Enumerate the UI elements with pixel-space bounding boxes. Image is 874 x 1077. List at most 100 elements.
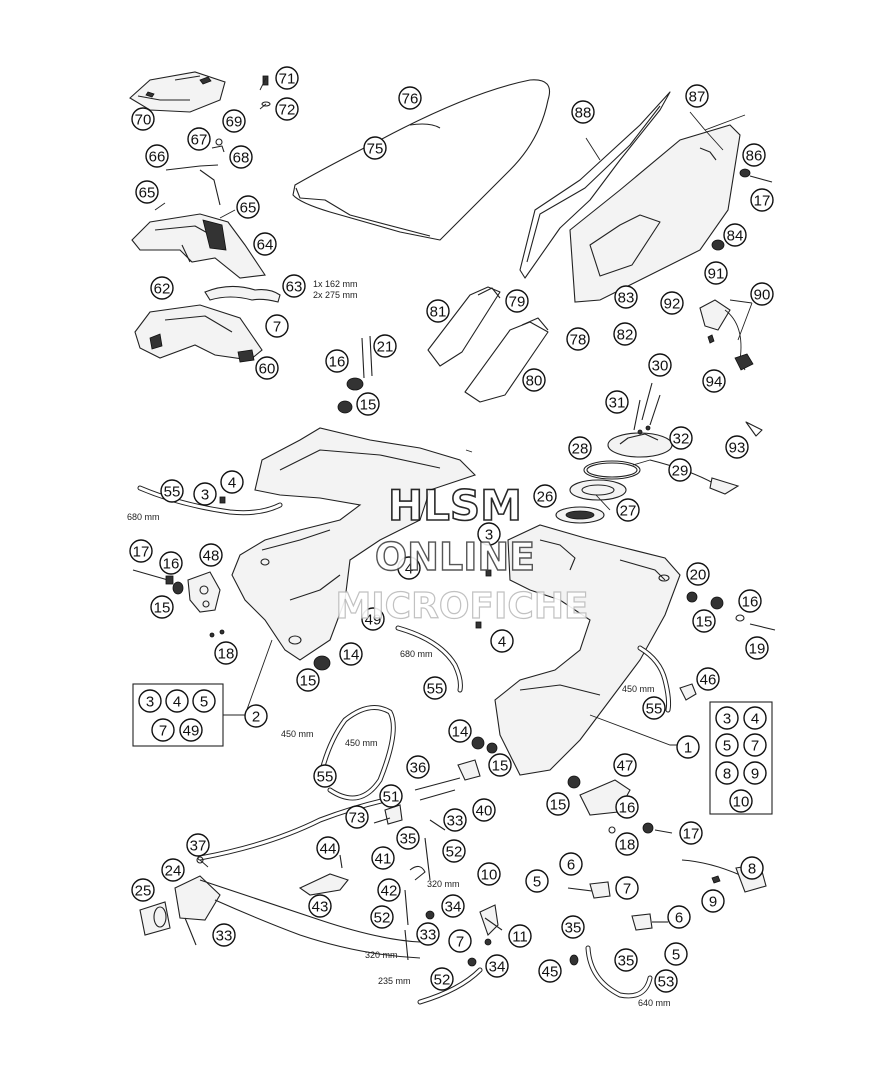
callout-66: 66 (145, 144, 169, 168)
callout-26-label: 26 (537, 489, 554, 506)
callout-87-label: 87 (689, 89, 706, 106)
callout-27: 27 (616, 498, 640, 522)
part-33-clamp-center (425, 910, 435, 920)
hose-55-lower (319, 705, 396, 801)
callout-35: 35 (561, 915, 585, 939)
callout-14-label: 14 (343, 647, 360, 664)
callout-7: 7 (448, 929, 472, 953)
callout-17: 17 (750, 188, 774, 212)
callout-6-label: 6 (567, 857, 575, 874)
part-10-11-valve (479, 904, 503, 946)
callout-71-label: 71 (279, 71, 296, 88)
part-18-washers-left (209, 629, 225, 638)
callout-5-label: 5 (533, 874, 541, 891)
callout-3-label: 3 (485, 527, 493, 544)
dim-hose-680-left: 680 mm (127, 512, 160, 522)
callout-53-label: 53 (658, 974, 675, 991)
callout-55: 55 (313, 764, 337, 788)
callout-2: 2 (244, 704, 268, 728)
kit-right-callout-3-label: 3 (723, 711, 731, 728)
callout-16-label: 16 (742, 594, 759, 611)
callout-25: 25 (131, 878, 155, 902)
callout-11-label: 11 (512, 929, 528, 946)
callout-31: 31 (605, 390, 629, 414)
callout-93-label: 93 (729, 440, 746, 457)
callout-35-label: 35 (400, 831, 417, 848)
callout-83: 83 (614, 285, 638, 309)
callout-78: 78 (566, 327, 590, 351)
part-15-grommet-top (337, 400, 353, 414)
callout-51-label: 51 (383, 789, 400, 806)
part-48-bracket (132, 569, 221, 613)
part-5-6-connector-b (631, 913, 668, 931)
callout-8-label: 8 (748, 861, 756, 878)
callout-11: 11 (508, 924, 532, 948)
callout-16: 16 (325, 349, 349, 373)
callout-17-label: 17 (754, 193, 771, 210)
callout-32: 32 (669, 426, 693, 450)
part-36-40-connectors (373, 759, 481, 831)
callout-34-label: 34 (489, 959, 506, 976)
callout-24: 24 (161, 858, 185, 882)
callout-68: 68 (229, 145, 253, 169)
callout-91: 91 (704, 261, 728, 285)
part-84-side-cover (569, 124, 741, 303)
part-34-clamp-lower (467, 957, 477, 967)
callout-15: 15 (356, 392, 380, 416)
part-46-clip (679, 683, 697, 701)
callout-72-label: 72 (279, 102, 296, 119)
part-16-17-18-lower-right (608, 822, 673, 834)
dim-hose-320-b: 320 mm (365, 950, 398, 960)
callout-15: 15 (150, 595, 174, 619)
hose-55-middle (395, 625, 463, 693)
callout-84: 84 (723, 223, 747, 247)
watermark: HLSM ONLINE MICROFICHE (335, 480, 589, 627)
part-28-oring (583, 460, 641, 480)
part-64-headlight-bracket (131, 213, 266, 279)
callout-55-label: 55 (427, 681, 444, 698)
callout-65-label: 65 (139, 185, 156, 202)
callout-24-label: 24 (165, 863, 182, 880)
callout-35: 35 (614, 948, 638, 972)
part-88-side-cover-frame (519, 91, 671, 279)
kit-right-callout-7-label: 7 (751, 738, 759, 755)
callout-4: 4 (490, 629, 514, 653)
callout-4: 4 (220, 470, 244, 494)
callout-35: 35 (396, 826, 420, 850)
callout-28: 28 (568, 436, 592, 460)
callout-84-label: 84 (727, 228, 744, 245)
callout-35-label: 35 (565, 920, 582, 937)
callout-16-label: 16 (163, 556, 180, 573)
callout-29-label: 29 (672, 463, 689, 480)
callout-9: 9 (701, 889, 725, 913)
kit-right-callout-7: 7 (743, 733, 767, 757)
callout-92-label: 92 (664, 296, 681, 313)
part-52-tube-center (424, 837, 431, 881)
callout-7-label: 7 (456, 934, 464, 951)
dim-hose-235: 235 mm (378, 976, 411, 986)
callout-88-label: 88 (575, 105, 592, 122)
callout-55-label: 55 (317, 769, 334, 786)
callout-92: 92 (660, 291, 684, 315)
callout-68-label: 68 (233, 150, 250, 167)
callout-81: 81 (426, 299, 450, 323)
kit-left-callout-5: 5 (192, 689, 216, 713)
callout-72: 72 (275, 97, 299, 121)
callout-43: 43 (308, 894, 332, 918)
callout-42: 42 (377, 878, 401, 902)
callout-3-label: 3 (201, 487, 209, 504)
callout-64: 64 (253, 232, 277, 256)
part-26-ring-inner (565, 510, 595, 520)
callout-46: 46 (696, 667, 720, 691)
callout-65: 65 (135, 180, 159, 204)
part-43-connector (298, 873, 349, 896)
callout-25-label: 25 (135, 883, 152, 900)
callout-16: 16 (738, 589, 762, 613)
part-84-grommet (711, 239, 725, 251)
kit-left-callout-49-label: 49 (183, 723, 200, 740)
callout-19: 19 (745, 636, 769, 660)
part-4-screw-c (475, 621, 482, 629)
callout-2-label: 2 (252, 709, 260, 726)
kit-right-callout-9-label: 9 (751, 766, 759, 783)
